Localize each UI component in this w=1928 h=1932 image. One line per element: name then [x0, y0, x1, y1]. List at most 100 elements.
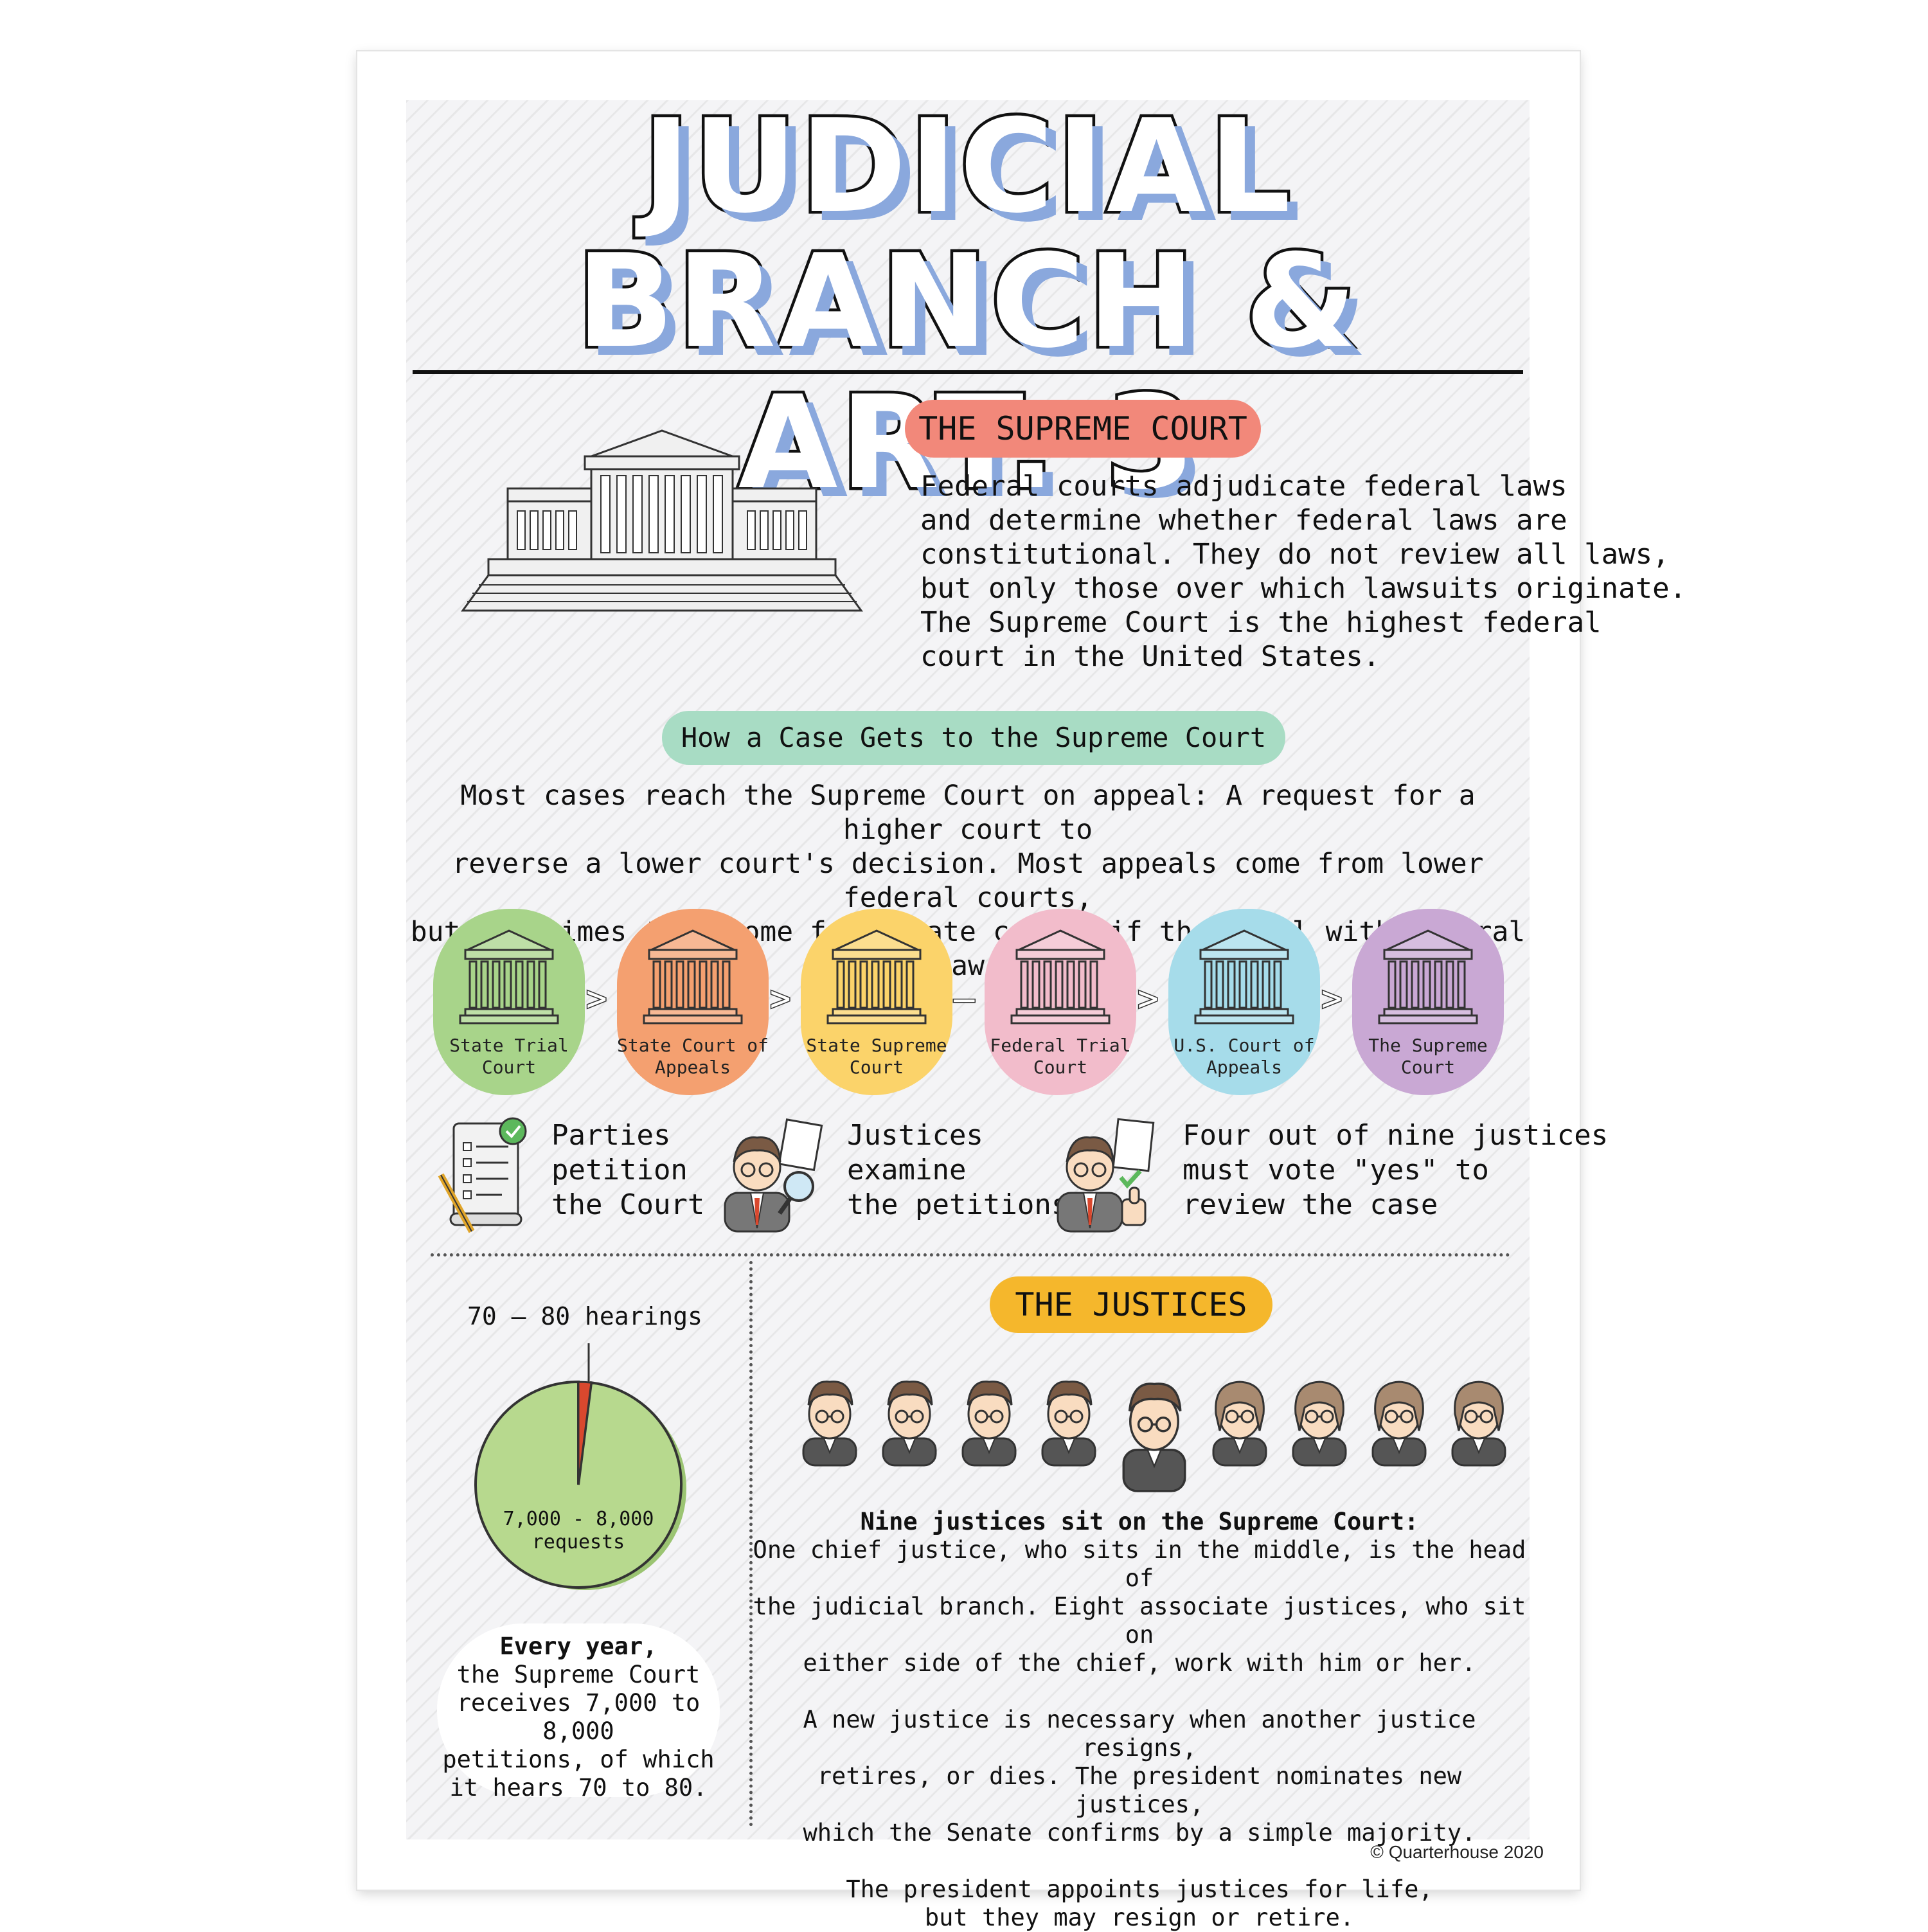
supreme-court-heading-text: THE SUPREME COURT	[918, 410, 1247, 447]
court-label-line: The Supreme	[1368, 1035, 1488, 1056]
supreme-court-text: Federal courts adjudicate federal laws a…	[920, 469, 1686, 674]
courthouse-icon	[459, 929, 559, 1024]
requests-label-line: 7,000 - 8,000	[503, 1508, 654, 1530]
step-text-line: review the case	[1183, 1188, 1438, 1221]
step-text-line: Four out of nine justices	[1183, 1119, 1609, 1152]
justices-text-line: either side of the chief, work with him …	[803, 1649, 1476, 1677]
courthouse-icon	[1010, 929, 1111, 1024]
justices-text-line: A new justice is necessary when another …	[803, 1706, 1476, 1762]
flow-arrow: >	[1321, 978, 1343, 1020]
associate-justice-figure	[961, 1381, 1017, 1467]
step-text-line: petition	[551, 1154, 688, 1186]
every-year-line: petitions, of which	[442, 1746, 715, 1773]
court-label-line: Court	[849, 1057, 904, 1078]
how-case-text-line: reverse a lower court's decision. Most a…	[452, 848, 1484, 914]
supreme-court-text-line: The Supreme Court is the highest federal	[920, 606, 1602, 639]
flow-arrow: >	[769, 978, 792, 1020]
step-text-line: examine	[847, 1154, 967, 1186]
how-case-text-line: Most cases reach the Supreme Court on ap…	[460, 780, 1476, 846]
court-label-line: Court	[1033, 1057, 1088, 1078]
supreme-court-building-icon	[461, 429, 863, 612]
associate-justice-figure	[802, 1381, 857, 1467]
supreme-court-text-line: and determine whether federal laws are	[920, 504, 1567, 537]
flow-dash: –	[953, 978, 976, 1020]
courthouse-icon	[826, 929, 927, 1024]
court-label-line: Court	[481, 1057, 537, 1078]
justices-text-line: but they may resign or retire.	[924, 1904, 1355, 1931]
justices-heading: THE JUSTICES	[990, 1276, 1272, 1333]
every-year-line: the Supreme Court	[456, 1661, 701, 1688]
title-rule	[413, 370, 1523, 374]
court-label-line: State Court of	[617, 1035, 769, 1056]
supreme-court-text-line: but only those over which lawsuits origi…	[920, 572, 1687, 605]
associate-justice-figure	[1212, 1381, 1267, 1467]
justices-text-line: One chief justice, who sits in the middl…	[753, 1536, 1526, 1592]
court-label-line: Court	[1400, 1057, 1456, 1078]
associate-justice-figure	[1292, 1381, 1347, 1467]
court-label-line: State Trial	[449, 1035, 569, 1056]
courthouse-icon	[1194, 929, 1294, 1024]
step-text-line: the Court	[551, 1188, 705, 1221]
justices-bold-line: Nine justices sit on the Supreme Court:	[860, 1508, 1419, 1535]
justice-thumbs-up-icon	[1057, 1118, 1155, 1233]
supreme-court-text-line: court in the United States.	[920, 640, 1380, 673]
section-divider	[431, 1253, 1510, 1257]
justices-text-line: which the Senate confirms by a simple ma…	[803, 1819, 1476, 1847]
court-label-line: U.S. Court of	[1174, 1035, 1315, 1056]
court-label-line: Appeals	[654, 1057, 731, 1078]
paragraph-gap	[749, 1677, 1530, 1706]
every-year-text: Every year, the Supreme Court receives 7…	[437, 1632, 720, 1802]
justices-text-line: The president appoints justices for life…	[846, 1875, 1433, 1903]
column-divider	[749, 1261, 753, 1827]
step-petition-text: Parties petition the Court	[551, 1118, 704, 1222]
hearings-label: 70 – 80 hearings	[467, 1302, 703, 1330]
courthouse-icon	[643, 929, 743, 1024]
poster-panel	[406, 100, 1530, 1839]
court-label-line: Federal Trial	[990, 1035, 1131, 1056]
requests-label-line: requests	[531, 1531, 625, 1553]
courthouse-icon	[1378, 929, 1478, 1024]
flow-arrow: >	[1137, 978, 1159, 1020]
justices-text: Nine justices sit on the Supreme Court: …	[749, 1508, 1530, 1932]
supreme-court-text-line: constitutional. They do not review all l…	[920, 538, 1670, 571]
justices-text-line: retires, or dies. The president nominate…	[817, 1762, 1462, 1818]
how-case-heading: How a Case Gets to the Supreme Court	[662, 711, 1285, 765]
copyright: © Quarterhouse 2020	[1370, 1842, 1544, 1862]
step-text-line: must vote "yes" to	[1183, 1154, 1489, 1186]
flow-arrow: >	[585, 978, 608, 1020]
pie-slice-hearings	[577, 1381, 593, 1485]
supreme-court-text-line: Federal courts adjudicate federal laws	[920, 470, 1567, 503]
step-text-line: the petitions	[847, 1188, 1069, 1221]
every-year-line: it hears 70 to 80.	[449, 1774, 708, 1802]
title-line-1: JUDICIAL	[639, 92, 1294, 242]
associate-justice-figure	[1041, 1381, 1096, 1467]
every-year-line: receives 7,000 to 8,000	[456, 1689, 701, 1745]
associate-justice-figure	[882, 1381, 937, 1467]
petition-scroll-icon	[438, 1117, 527, 1233]
how-case-text: Most cases reach the Supreme Court on ap…	[406, 779, 1530, 983]
associate-justice-figure	[1371, 1381, 1427, 1467]
associate-justice-figure	[1451, 1381, 1506, 1467]
chief-justice-figure	[1122, 1382, 1186, 1492]
requests-label: 7,000 - 8,000 requests	[495, 1508, 662, 1554]
step-examine-text: Justices examine the petitions	[847, 1118, 1068, 1222]
court-label-line: Appeals	[1206, 1057, 1282, 1078]
supreme-court-heading: THE SUPREME COURT	[905, 400, 1261, 458]
step-text-line: Justices	[847, 1119, 983, 1152]
every-year-bubble	[437, 1623, 720, 1797]
justice-magnifier-icon	[724, 1118, 823, 1233]
every-year-bold: Every year,	[499, 1632, 657, 1660]
justices-text-line: the judicial branch. Eight associate jus…	[753, 1593, 1526, 1649]
